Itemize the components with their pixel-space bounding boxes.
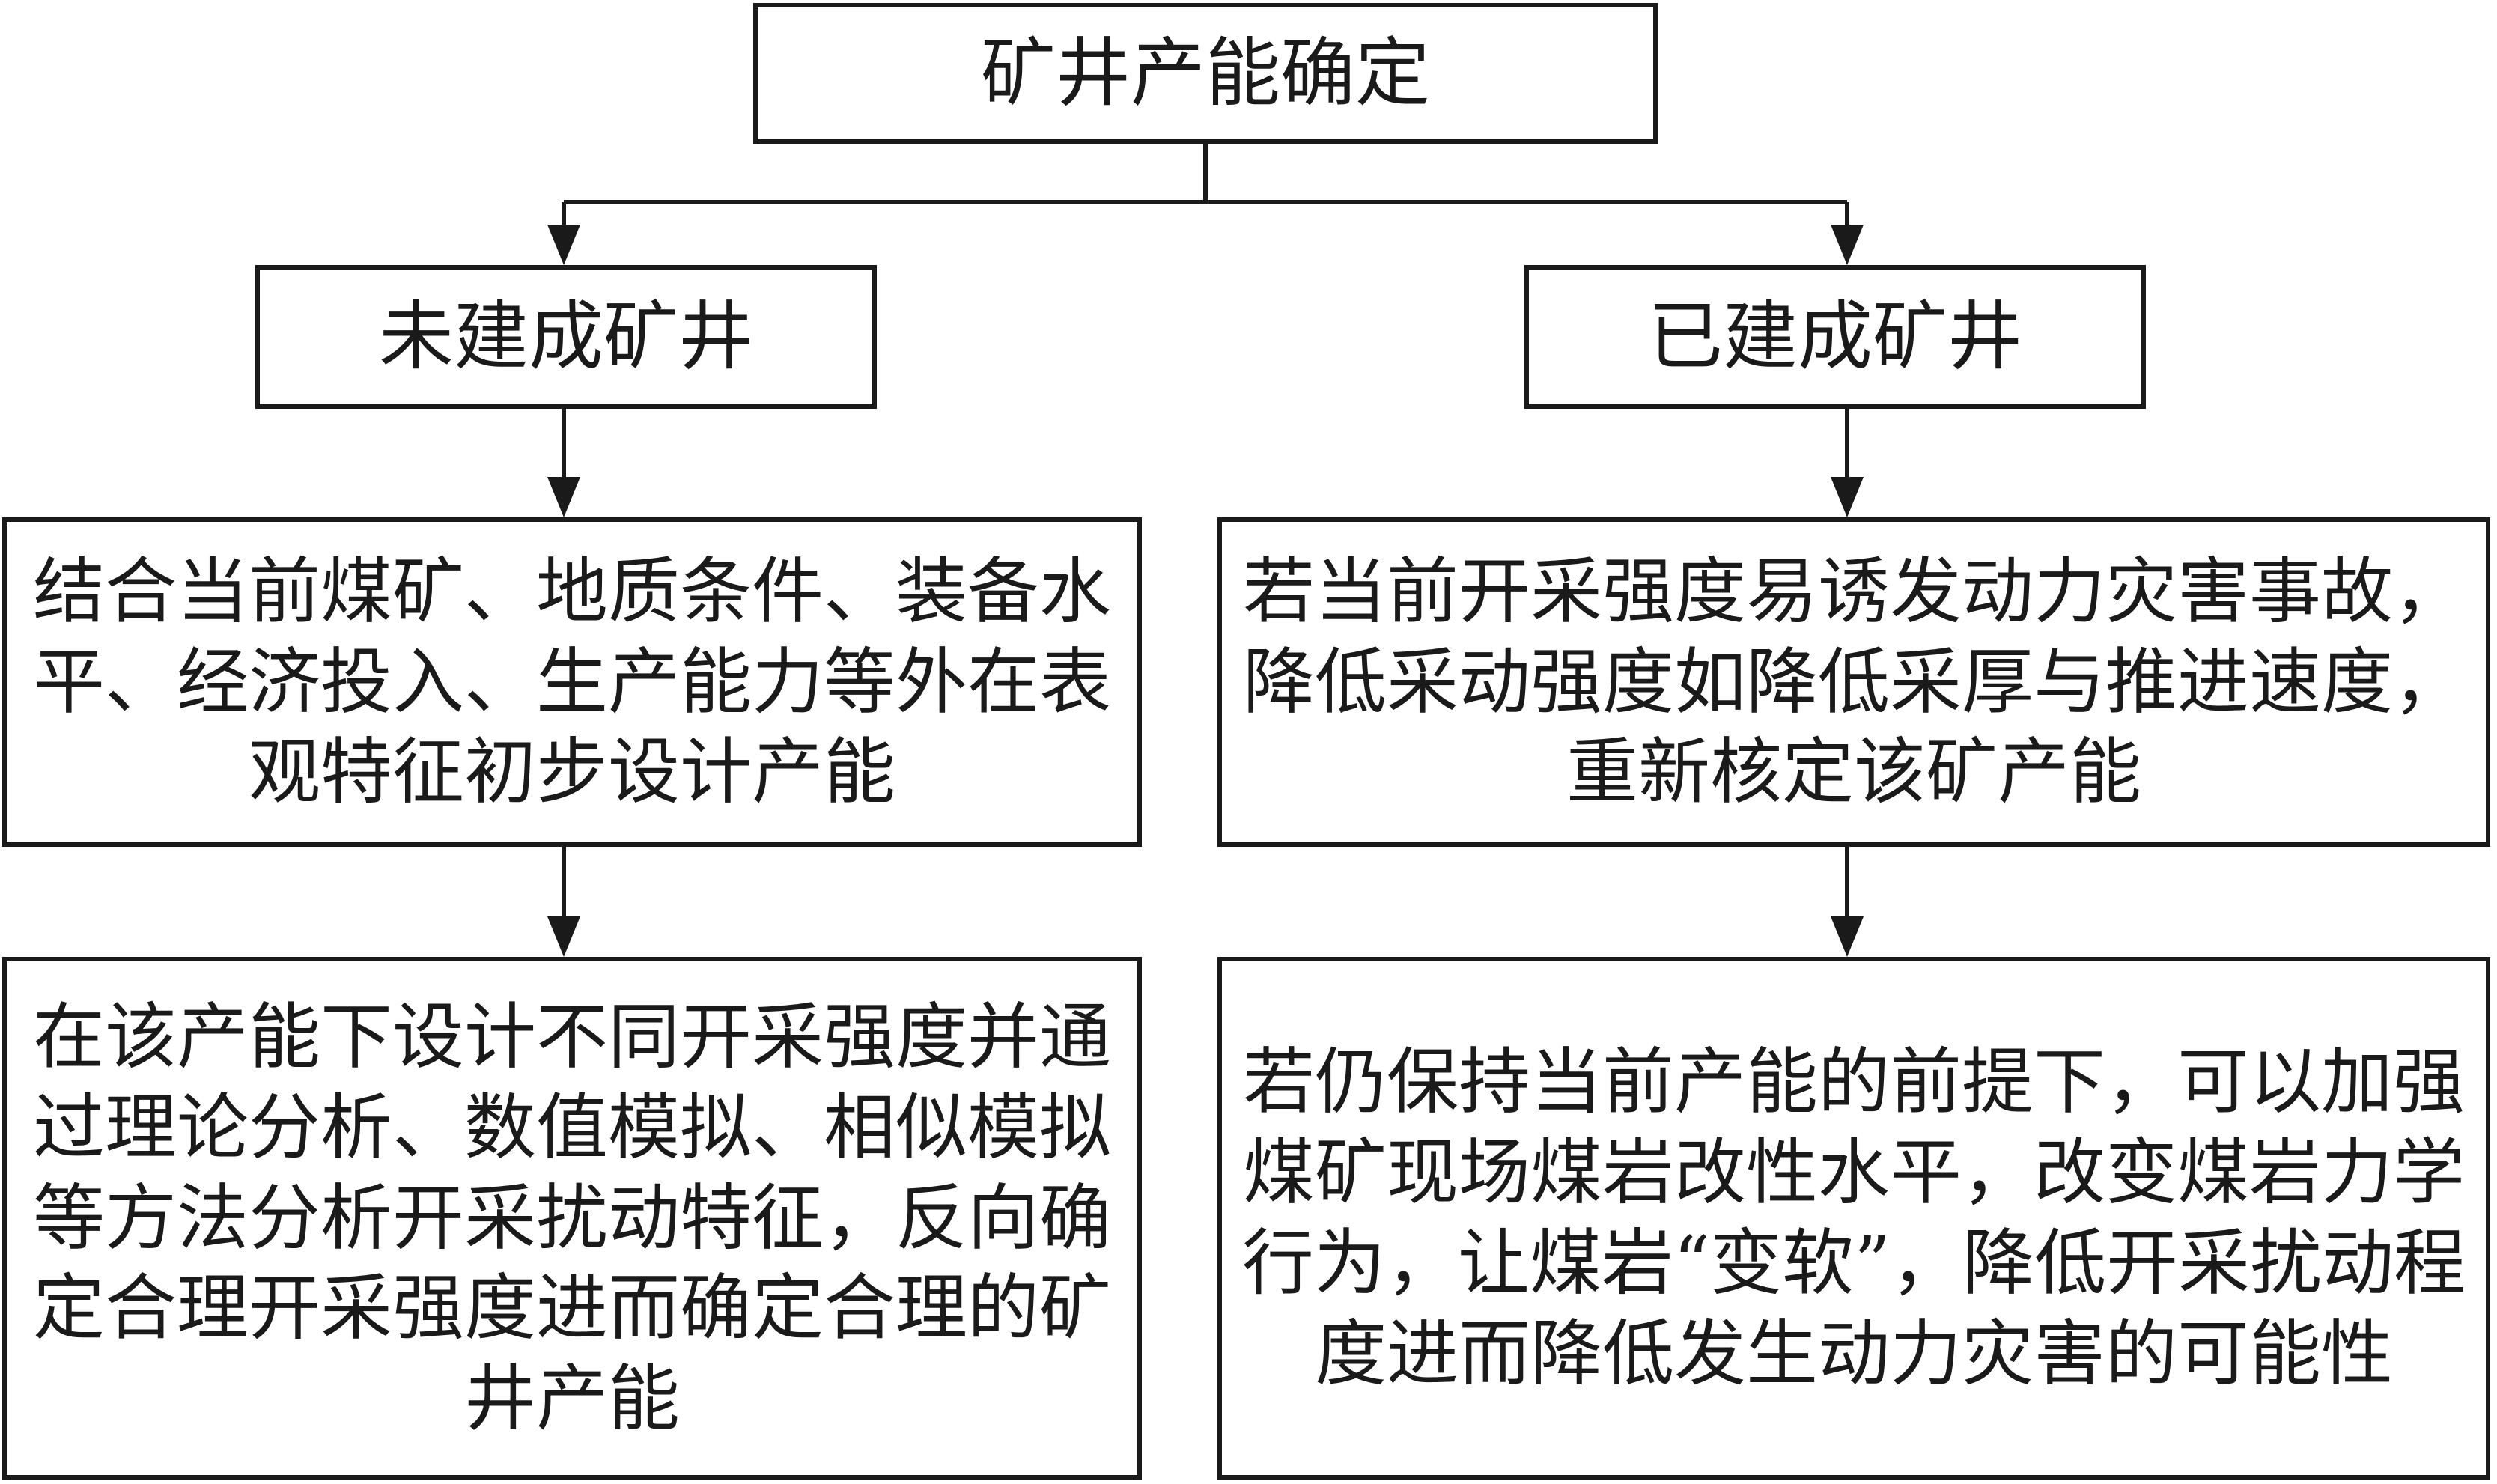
arrow-to-right-branch [1845,202,1849,240]
arrow-left-branch-to-step1-head [547,477,580,517]
arrow-to-left-branch [562,202,566,240]
arrow-right-step1-to-step2 [1845,847,1849,929]
root-node-label: 矿井产能确定 [981,29,1430,117]
left-branch-node: 未建成矿井 [255,265,877,409]
left-step2-node: 在该产能下设计不同开采强度并通过理论分析、数值模拟、相似模拟等方法分析开采扰动特… [2,957,1142,1480]
arrow-right-step1-to-step2-head [1831,916,1864,957]
arrow-to-right-branch-head [1831,225,1864,265]
right-branch-node: 已建成矿井 [1524,265,2146,409]
left-step1-node: 结合当前煤矿、地质条件、装备水平、经济投入、生产能力等外在表观特征初步设计产能 [2,517,1142,847]
arrow-right-branch-to-step1 [1845,409,1849,491]
right-step2-text: 若仍保持当前产能的前提下，可以加强煤矿现场煤岩改性水平，改变煤岩力学行为，让煤岩… [1241,1040,2466,1396]
arrow-to-left-branch-head [547,225,580,265]
arrow-left-step1-to-step2 [562,847,566,929]
left-step1-text: 结合当前煤矿、地质条件、装备水平、经济投入、生产能力等外在表观特征初步设计产能 [33,549,1111,815]
arrow-left-step1-to-step2-head [547,916,580,957]
arrow-right-branch-to-step1-head [1831,477,1864,517]
left-step2-text: 在该产能下设计不同开采强度并通过理论分析、数值模拟、相似模拟等方法分析开采扰动特… [33,994,1111,1441]
right-step1-text: 若当前开采强度易诱发动力灾害事故，降低采动强度如降低采厚与推进速度，重新核定该矿… [1243,549,2465,815]
right-step1-node: 若当前开采强度易诱发动力灾害事故，降低采动强度如降低采厚与推进速度，重新核定该矿… [1217,517,2490,847]
arrow-left-branch-to-step1 [562,409,566,491]
root-node: 矿井产能确定 [753,3,1658,144]
left-branch-label: 未建成矿井 [379,293,753,380]
right-branch-label: 已建成矿井 [1648,293,2022,380]
right-step2-node: 若仍保持当前产能的前提下，可以加强煤矿现场煤岩改性水平，改变煤岩力学行为，让煤岩… [1217,957,2490,1480]
